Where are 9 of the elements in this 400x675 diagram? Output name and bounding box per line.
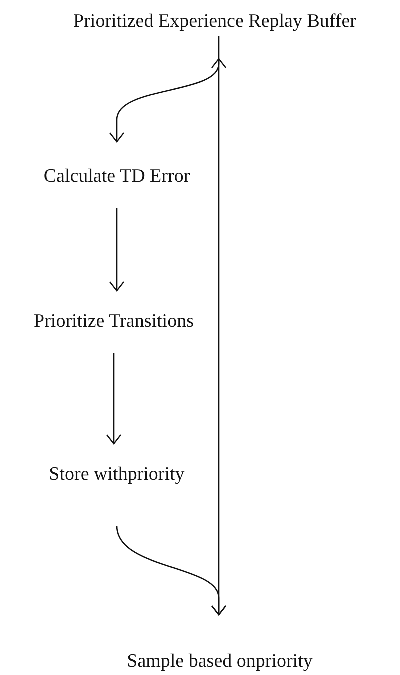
step-label: Prioritize Transitions [34, 311, 194, 333]
step-label: Store withpriority [49, 464, 185, 486]
arrow [109, 208, 125, 292]
arrow [109, 36, 220, 143]
step-label: Sample based onpriority [127, 651, 313, 673]
arrow [106, 353, 122, 445]
step-label: Calculate TD Error [44, 166, 190, 188]
arrow [211, 58, 227, 616]
step-label: Prioritized Experience Replay Buffer [74, 11, 356, 33]
